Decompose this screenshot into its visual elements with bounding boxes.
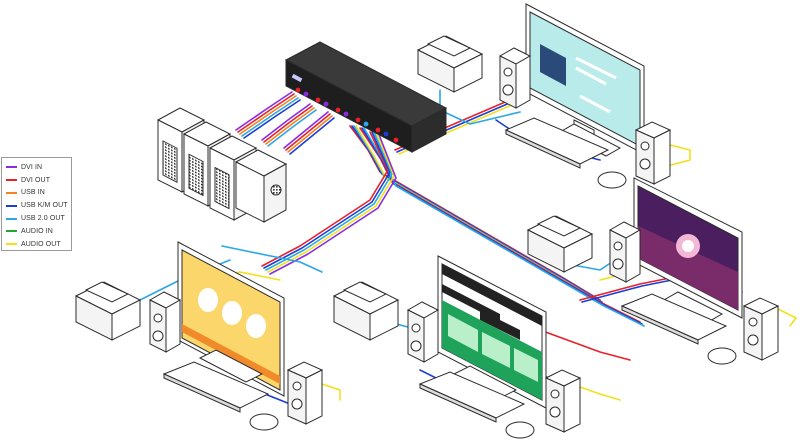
- speaker-icon: [498, 47, 532, 109]
- legend-swatch: [6, 243, 17, 246]
- legend-item-audio-out: AUDIO OUT: [6, 238, 71, 251]
- legend-label: USB K/M OUT: [21, 202, 68, 210]
- printer-icon: [526, 215, 594, 273]
- cable-legend: DVI IN DVI OUT USB IN USB K/M OUT USB 2.…: [1, 157, 72, 251]
- keyboard-icon: [504, 117, 610, 169]
- monitor-icon: [177, 241, 285, 397]
- console-mid-right: [526, 177, 780, 365]
- legend-item-usb-in: USB IN: [6, 187, 71, 200]
- legend-swatch: [6, 166, 17, 169]
- computer-tower-icon: [234, 149, 288, 223]
- speaker-icon: [148, 291, 182, 353]
- console-left: [74, 241, 324, 431]
- speaker-icon: [544, 369, 582, 433]
- monitor-icon: [633, 177, 743, 323]
- cables-to-computers: [235, 91, 335, 155]
- legend-item-dvi-out: DVI OUT: [6, 174, 71, 187]
- legend-item-usb-20-out: USB 2.0 OUT: [6, 212, 71, 225]
- legend-label: AUDIO IN: [21, 227, 53, 235]
- kvm-ports: [295, 87, 399, 143]
- legend-label: DVI OUT: [21, 176, 51, 184]
- legend-swatch: [6, 230, 17, 233]
- legend-item-audio-in: AUDIO IN: [6, 225, 71, 238]
- keyboard-icon: [162, 361, 270, 413]
- legend-item-usb-km-out: USB K/M OUT: [6, 199, 71, 212]
- keyboard-icon: [418, 371, 526, 423]
- console-center: [332, 255, 582, 439]
- computer-towers: [156, 107, 288, 223]
- monitor-icon: [437, 255, 547, 409]
- speaker-icon: [286, 361, 324, 425]
- printer-icon: [332, 281, 400, 341]
- console-top-right: [416, 3, 672, 189]
- printer-icon: [416, 35, 484, 93]
- speaker-icon: [406, 301, 440, 363]
- keyboard-icon: [620, 293, 728, 345]
- legend-swatch: [6, 217, 17, 220]
- legend-swatch: [6, 179, 17, 182]
- speaker-icon: [634, 121, 672, 185]
- speaker-icon: [742, 297, 780, 361]
- monitor-icon: [525, 3, 645, 157]
- mouse-icon: [505, 421, 535, 439]
- legend-label: AUDIO OUT: [21, 240, 61, 248]
- legend-label: USB IN: [21, 189, 45, 197]
- cables-to-consoles: [261, 125, 645, 327]
- mouse-icon: [249, 413, 279, 431]
- legend-label: USB 2.0 OUT: [21, 215, 65, 223]
- printer-icon: [74, 281, 142, 341]
- legend-swatch: [6, 191, 17, 194]
- mouse-icon: [597, 171, 627, 189]
- mouse-icon: [707, 347, 737, 365]
- legend-label: DVI IN: [21, 163, 43, 171]
- legend-item-dvi-in: DVI IN: [6, 161, 71, 174]
- kvm-switch-icon: [284, 41, 448, 153]
- speaker-icon: [608, 221, 642, 283]
- legend-swatch: [6, 204, 17, 207]
